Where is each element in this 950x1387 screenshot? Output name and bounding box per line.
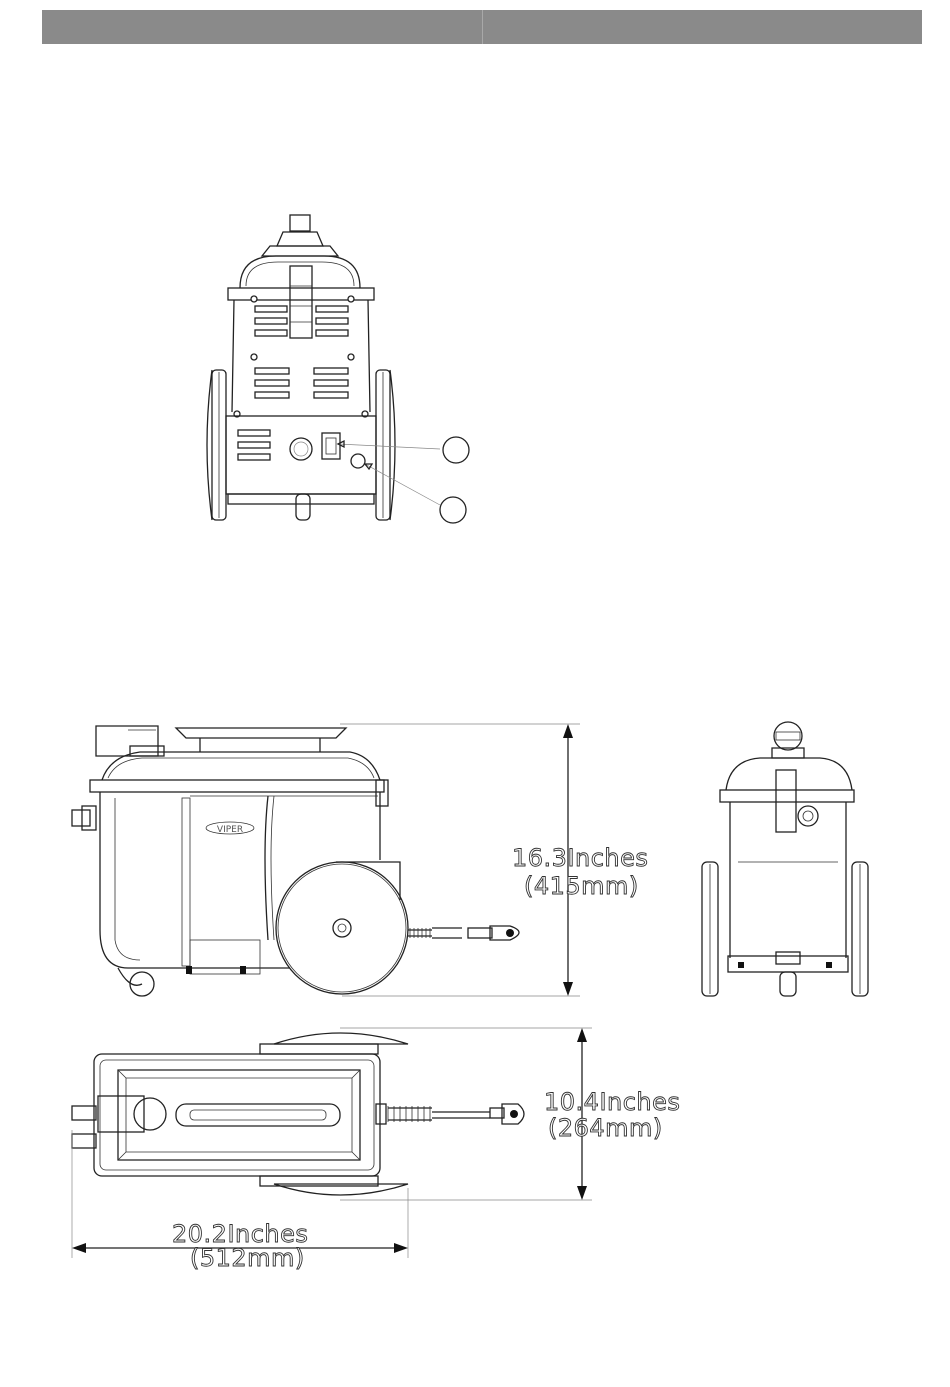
- top-power-cord: [388, 1104, 524, 1124]
- depth-metric-label: (264mm): [548, 1114, 663, 1142]
- depth-imperial-label: 10.4Inches: [544, 1088, 680, 1116]
- top-body-outline: [94, 1054, 380, 1176]
- top-handle: [176, 1104, 340, 1126]
- power-switch: [322, 433, 340, 459]
- front-top-handle: [290, 215, 310, 231]
- callout-circle-1: [443, 437, 469, 463]
- front-view-drawing: [207, 215, 469, 523]
- front-upper-vents: [255, 306, 348, 336]
- top-view-drawing: 10.4Inches (264mm) 20.2Inches (512mm): [72, 1028, 680, 1272]
- front-gauge-circle: [290, 438, 312, 460]
- front-right-wheel: [376, 370, 395, 520]
- height-imperial-label: 16.3Inches: [512, 844, 648, 872]
- length-metric-label: (512mm): [190, 1244, 305, 1272]
- side-view-drawing: VIPER: [72, 724, 648, 996]
- rear-view-drawing: [702, 722, 868, 996]
- callout-circle-2: [440, 497, 466, 523]
- rear-latch: [776, 770, 796, 832]
- side-power-cord: [408, 926, 519, 940]
- cord-reel: [276, 862, 408, 994]
- front-left-wheel: [207, 370, 226, 520]
- brand-label: VIPER: [217, 825, 243, 835]
- height-metric-label: (415mm): [524, 872, 639, 900]
- front-socket: [351, 454, 365, 468]
- front-mid-vents: [255, 368, 348, 398]
